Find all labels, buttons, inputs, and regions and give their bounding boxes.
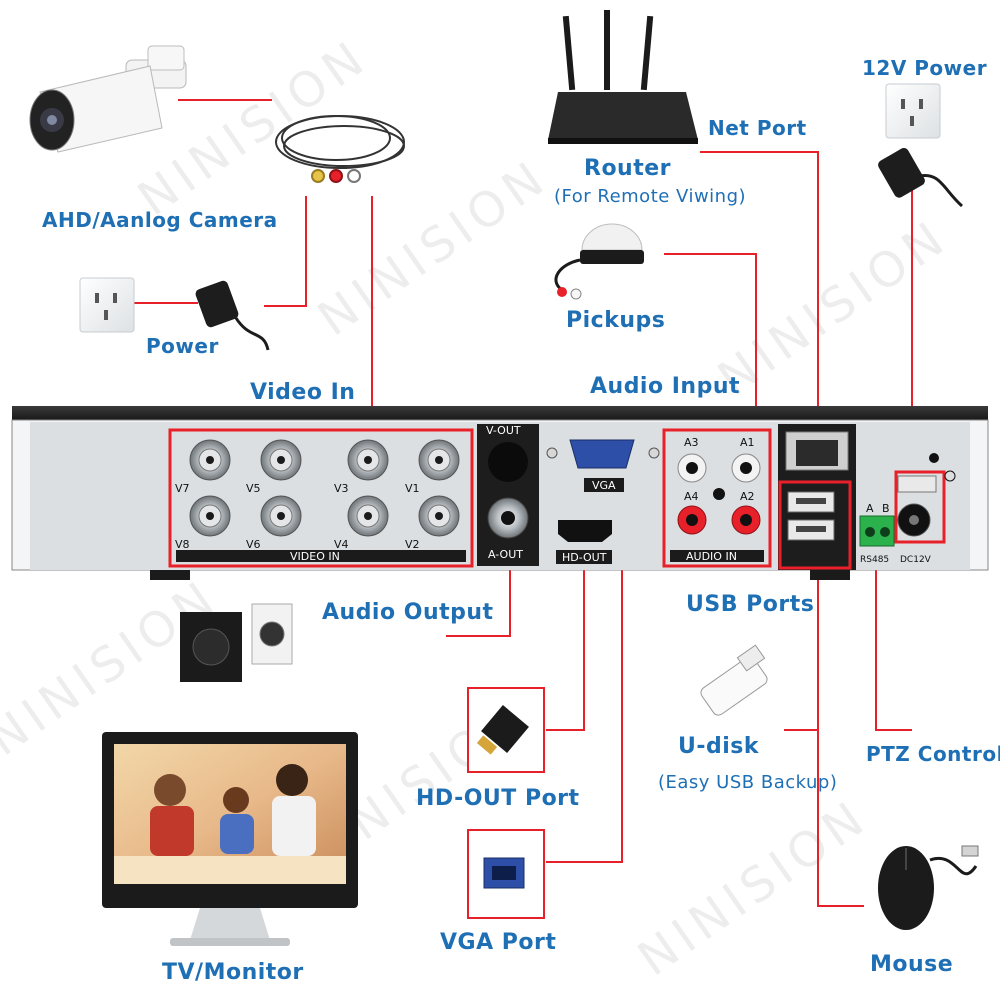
camera — [29, 45, 187, 153]
video-in-title: Video In — [250, 380, 356, 405]
panel-text: V7 V5 V3 V1 V8 V6 V4 V2 VIDEO IN V-OUT A… — [175, 424, 932, 565]
vga-port-label: VGA Port — [440, 930, 557, 955]
wire-hdout — [546, 552, 585, 731]
ch-a1: A1 — [740, 436, 755, 449]
vga-label: VGA — [592, 479, 616, 492]
hdout-label: HD-OUT — [562, 551, 607, 564]
ch-v2: V2 — [405, 538, 420, 551]
vout-label: V-OUT — [486, 424, 521, 437]
net-port-label: Net Port — [708, 116, 807, 140]
dc12v-label: DC12V — [900, 555, 932, 565]
video-in-group — [168, 428, 474, 568]
bnc-connector-v1 — [418, 439, 460, 481]
cable-bundle — [275, 115, 405, 183]
tv-label: TV/Monitor — [162, 960, 304, 985]
vga-port — [546, 439, 660, 492]
ch-a2: A2 — [740, 490, 755, 503]
net-usb-panel — [778, 424, 856, 570]
monitor — [102, 732, 358, 946]
hdout-port — [556, 520, 612, 564]
bnc-connector-v8 — [189, 495, 231, 537]
ch-a3: A3 — [684, 436, 699, 449]
bnc-connector-v7 — [189, 439, 231, 481]
wire-pickup-audio — [664, 253, 757, 430]
router-note: (For Remote Viwing) — [554, 186, 747, 207]
ptz-label: PTZ Control — [866, 742, 1000, 766]
ch-v3: V3 — [334, 482, 349, 495]
bnc-connector-v4 — [347, 495, 389, 537]
udisk-note: (Easy USB Backup) — [658, 772, 838, 793]
power-label: Power — [146, 334, 219, 358]
ch-v1: V1 — [405, 482, 420, 495]
router — [548, 10, 698, 144]
video-in-label: VIDEO IN — [290, 550, 340, 563]
ch-a4: A4 — [684, 490, 699, 503]
wire-vga — [546, 456, 623, 863]
audio-in-group — [662, 428, 772, 568]
bnc-connector-v6 — [260, 495, 302, 537]
bnc-connector-v3 — [347, 439, 389, 481]
bnc-connector-v2 — [418, 495, 460, 537]
pickups-label: Pickups — [566, 308, 666, 333]
wire-usb-mouse — [817, 566, 864, 907]
wire-ptz — [875, 540, 912, 731]
hdmi-cable-box — [467, 687, 545, 773]
bnc-connector-v5 — [260, 439, 302, 481]
mouse — [878, 845, 979, 930]
ch-v5: V5 — [246, 482, 261, 495]
audio-input-title: Audio Input — [590, 374, 741, 399]
adapter-right — [878, 148, 963, 208]
audio-output-title: Audio Output — [322, 600, 494, 625]
hdout-port-label: HD-OUT Port — [416, 786, 580, 811]
outlet-right — [885, 83, 941, 139]
udisk — [700, 644, 768, 716]
speakers — [180, 603, 293, 682]
usb-ports-title: USB Ports — [686, 592, 815, 617]
rs485-label: RS485 — [860, 555, 889, 565]
ch-v4: V4 — [334, 538, 349, 551]
outlet-left — [79, 277, 135, 333]
udisk-label: U-disk — [678, 734, 760, 759]
rs485-dc-panel — [859, 453, 956, 547]
power12v-label: 12V Power — [862, 56, 988, 80]
camera-label: AHD/Aanlog Camera — [42, 208, 278, 232]
vout-aout-panel — [477, 424, 539, 566]
ch-v7: V7 — [175, 482, 190, 495]
pickup — [554, 223, 644, 300]
rs485-a-label: A — [866, 502, 874, 515]
vga-cable-box — [467, 829, 545, 919]
mouse-label: Mouse — [870, 952, 954, 977]
rs485-b-label: B — [882, 502, 890, 515]
wire-router-net — [700, 151, 819, 430]
adapter-left — [195, 280, 270, 351]
audio-in-label: AUDIO IN — [686, 550, 737, 563]
ch-v8: V8 — [175, 538, 190, 551]
aout-label: A-OUT — [488, 548, 523, 561]
ch-v6: V6 — [246, 538, 261, 551]
router-label: Router — [584, 156, 672, 181]
wire-cable-power — [264, 196, 307, 307]
wires — [110, 99, 913, 907]
